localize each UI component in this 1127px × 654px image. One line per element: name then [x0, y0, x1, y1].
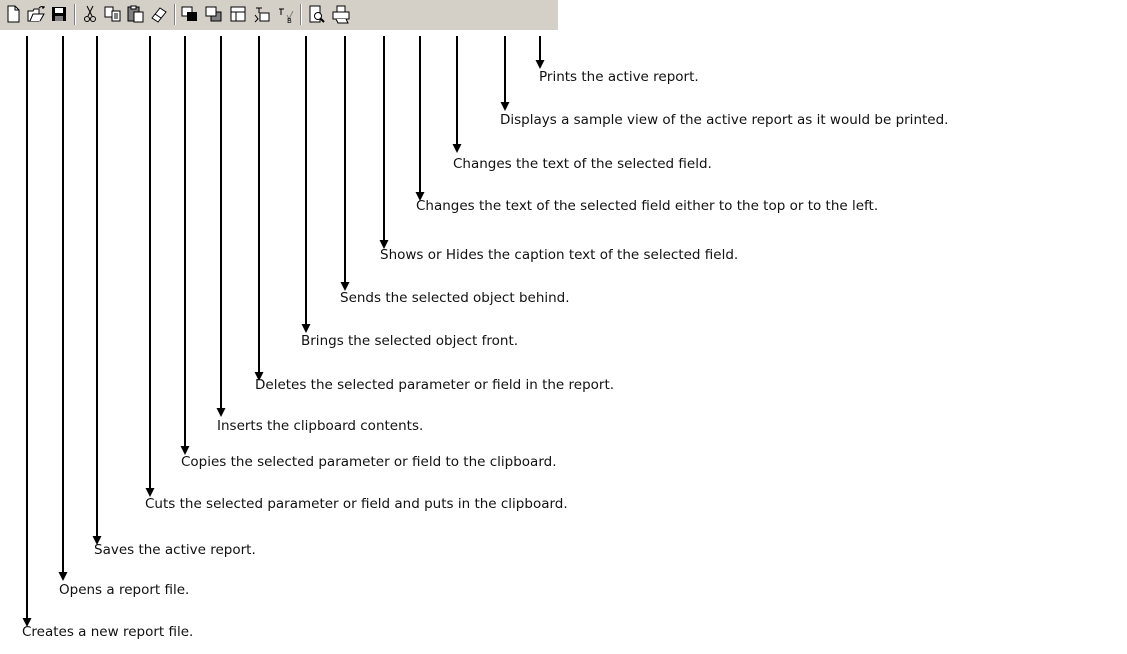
report-toolbar: B [0, 0, 558, 30]
callout-arrow [180, 36, 190, 455]
caption-text-icon[interactable]: B [275, 3, 297, 25]
caption-toggle-icon[interactable] [227, 3, 249, 25]
callout-caption: Changes the text of the selected field. [453, 156, 712, 172]
callout-caption: Prints the active report. [539, 69, 699, 85]
new-file-icon[interactable] [2, 3, 24, 25]
callout-arrow [452, 36, 462, 153]
callout-arrow [145, 36, 155, 497]
caption-position-icon[interactable] [251, 3, 273, 25]
copy-icon[interactable] [102, 3, 124, 25]
paste-clipboard-icon[interactable] [125, 3, 147, 25]
open-folder-icon[interactable] [25, 3, 47, 25]
callout-arrow [500, 36, 510, 111]
callout-caption: Changes the text of the selected field e… [416, 198, 879, 214]
toolbar-separator [300, 4, 302, 25]
callout-caption: Copies the selected parameter or field t… [181, 454, 557, 470]
callout-arrow [535, 36, 545, 69]
callout-caption: Saves the active report. [94, 542, 256, 558]
cut-scissors-icon[interactable] [79, 3, 101, 25]
eraser-icon[interactable] [148, 3, 170, 25]
bring-to-front-icon[interactable] [179, 3, 201, 25]
callout-caption: Creates a new report file. [22, 624, 194, 640]
callout-caption: Opens a report file. [59, 582, 190, 598]
callout-arrow [415, 36, 425, 201]
toolbar-separator [174, 4, 176, 25]
callout-arrow [92, 36, 102, 545]
printer-icon[interactable] [330, 3, 352, 25]
print-preview-icon[interactable] [306, 3, 328, 25]
callout-arrow [340, 36, 350, 291]
callout-caption: Sends the selected object behind. [340, 290, 570, 306]
callout-caption: Cuts the selected parameter or field and… [145, 496, 568, 512]
callout-caption: Brings the selected object front. [301, 333, 519, 349]
send-to-back-icon[interactable] [203, 3, 225, 25]
callout-arrow [58, 36, 68, 581]
callout-arrow [22, 36, 32, 627]
callout-caption: Deletes the selected parameter or field … [255, 377, 615, 393]
callout-arrow [254, 36, 264, 381]
callout-caption: Shows or Hides the caption text of the s… [380, 247, 739, 263]
callout-caption: Displays a sample view of the active rep… [500, 112, 949, 128]
callout-arrow [301, 36, 311, 333]
save-disk-icon[interactable] [48, 3, 70, 25]
callout-arrow [379, 36, 389, 249]
svg-text:B: B [287, 17, 292, 25]
callout-arrow [216, 36, 226, 417]
toolbar-separator [74, 4, 76, 25]
callout-caption: Inserts the clipboard contents. [217, 418, 424, 434]
